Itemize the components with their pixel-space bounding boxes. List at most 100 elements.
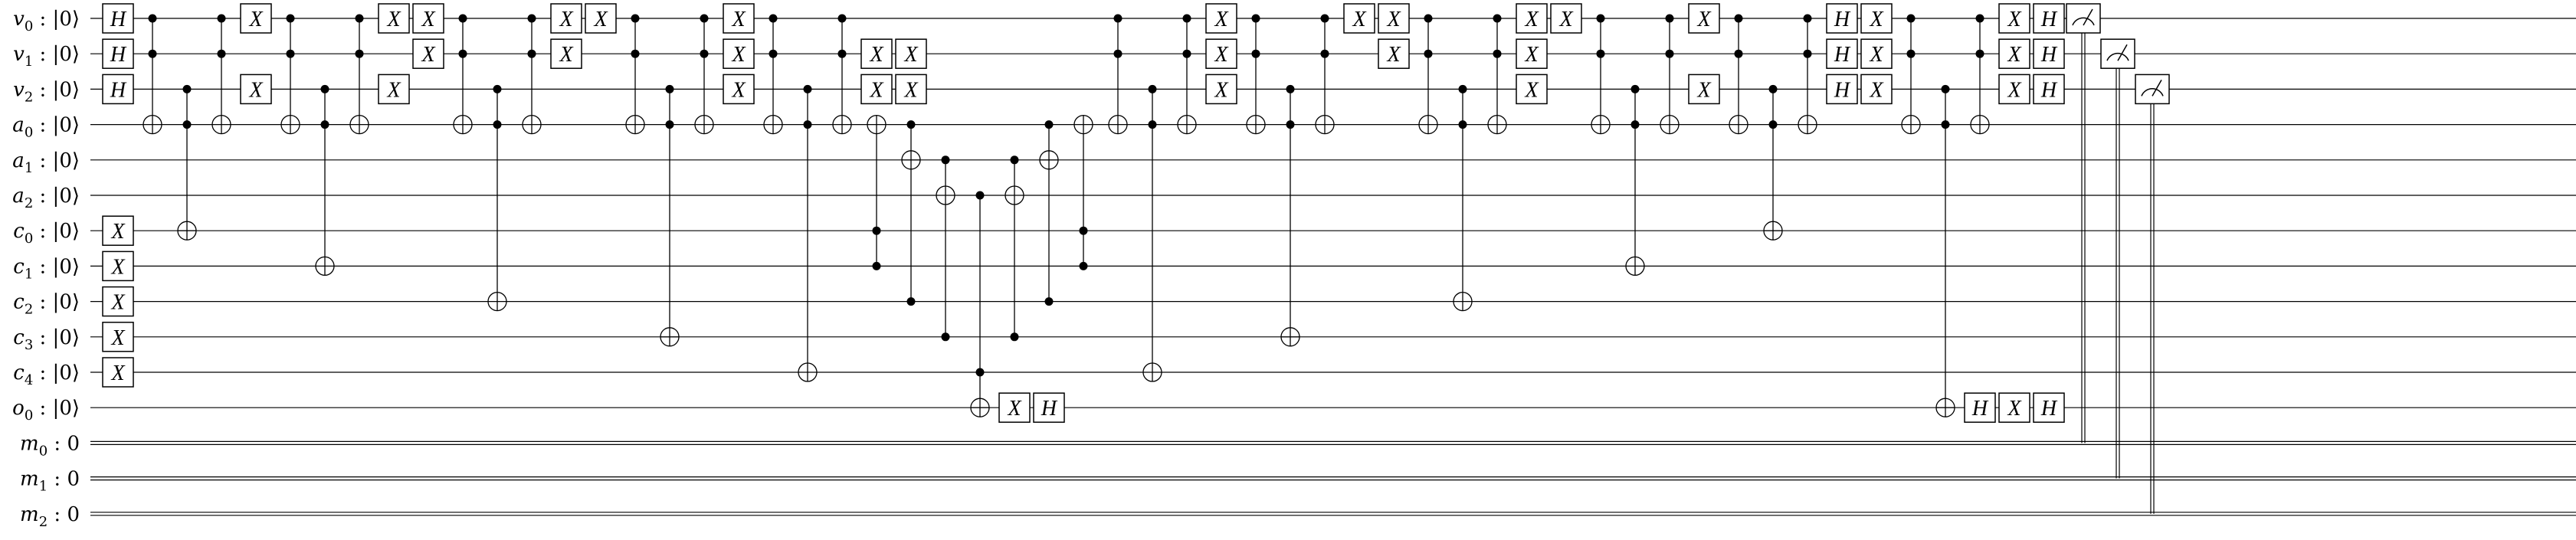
operation-ccx-40 <box>1315 14 1335 135</box>
operation-ccx-49 <box>1591 14 1611 135</box>
operation-ccx-7 <box>280 14 300 135</box>
control-dot-c1 <box>1079 261 1088 270</box>
control-dot-v1 <box>148 49 157 58</box>
operation-ccx-61 <box>1901 14 1921 135</box>
operation-gate-66: H <box>2033 392 2065 423</box>
gate-box-X-v2 <box>1516 74 1548 105</box>
gate-box-X-v2 <box>1998 74 2030 105</box>
operation-gate-59: X <box>998 392 1031 423</box>
control-dot-c4 <box>975 368 985 377</box>
operation-ccx-56 <box>1798 14 1817 135</box>
gate-label-X: X <box>903 43 918 67</box>
gate-label-X: X <box>2007 8 2021 31</box>
gate-box-X-v0 <box>1378 3 1410 34</box>
labels-layer: v0 : |0⟩v1 : |0⟩v2 : |0⟩a0 : |0⟩a1 : |0⟩… <box>12 8 80 530</box>
gate-label-X: X <box>1696 78 1711 102</box>
operation-gate-47: X <box>1550 3 1582 34</box>
gate-label-H: H <box>110 43 127 67</box>
control-dot-a0 <box>1286 120 1295 129</box>
gate-label-X: X <box>110 291 125 315</box>
gate-label-X: X <box>248 78 263 102</box>
wires-layer <box>90 18 2576 516</box>
gate-label-X: X <box>421 43 435 67</box>
gate-box-X-v0 <box>1688 3 1720 34</box>
gate-box-H-v0 <box>102 3 134 34</box>
control-dot-a2 <box>975 191 985 200</box>
gate-box-X-v0 <box>1998 3 2030 34</box>
control-dot-a0 <box>906 120 916 129</box>
gate-box-X-o0 <box>998 392 1031 423</box>
gate-label-X: X <box>1214 8 1228 31</box>
control-dot-a1 <box>1010 155 1019 165</box>
gate-label-X: X <box>110 362 125 385</box>
qubit-label-c3: c3 : |0⟩ <box>13 326 80 353</box>
control-dot-a0 <box>1148 120 1157 129</box>
operation-gate-6: X <box>240 74 272 105</box>
operation-gate-42: XX <box>1378 3 1410 69</box>
gate-box-H-o0 <box>2033 392 2065 423</box>
operation-ccx-32 <box>1073 114 1093 270</box>
gate-box-X-c2 <box>102 286 134 317</box>
control-dot-v1 <box>1803 49 1812 58</box>
control-dot-v2 <box>182 84 192 93</box>
operation-ccx-13 <box>453 14 473 135</box>
operation-ccx-29 <box>970 191 990 417</box>
gate-box-X-v2 <box>378 74 410 105</box>
control-dot-a0 <box>1630 120 1640 129</box>
operation-ccx-54 <box>1729 14 1748 135</box>
qubit-label-o0: o0 : |0⟩ <box>12 397 80 424</box>
gate-box-X-v2 <box>1688 74 1720 105</box>
gate-box-X-v0 <box>1550 3 1582 34</box>
gate-box-X-v1 <box>895 38 927 69</box>
gate-box-H-v2 <box>1826 74 1858 105</box>
control-dot-v0 <box>148 14 157 23</box>
gate-label-X: X <box>1214 78 1228 102</box>
control-dot-v0 <box>1596 14 1605 23</box>
operation-gate-67: XXX <box>1998 3 2030 105</box>
gate-label-X: X <box>869 43 883 67</box>
gate-box-X-v2 <box>723 74 755 105</box>
operation-ccx-19 <box>660 84 680 347</box>
gate-label-X: X <box>559 43 573 67</box>
gate-label-H: H <box>110 8 127 31</box>
gate-box-X-v2 <box>240 74 272 105</box>
gate-box-H-v2 <box>2033 74 2065 105</box>
control-dot-v2 <box>1458 84 1467 93</box>
operation-ccx-44 <box>1453 84 1473 312</box>
control-dot-v1 <box>355 49 364 58</box>
operation-ccx-63 <box>1970 14 1990 135</box>
gate-box-X-v2 <box>895 74 927 105</box>
control-dot-v0 <box>355 14 364 23</box>
operation-ccx-27 <box>901 120 921 306</box>
control-dot-a0 <box>320 120 329 129</box>
gate-label-X: X <box>1869 78 1883 102</box>
control-dot-v0 <box>1424 14 1433 23</box>
gate-label-X: X <box>1007 397 1021 421</box>
gate-box-H-v1 <box>1826 38 1858 69</box>
control-dot-a0 <box>182 120 192 129</box>
operation-ccx-15 <box>522 14 542 135</box>
operation-gate-48: X <box>1516 74 1548 105</box>
control-dot-v0 <box>217 14 226 23</box>
control-dot-v1 <box>217 49 226 58</box>
control-dot-v0 <box>1734 14 1743 23</box>
gate-label-X: X <box>1524 8 1539 31</box>
operation-gate-37: XXX <box>1205 3 1237 105</box>
operation-gate-58: XXX <box>1860 3 1893 105</box>
gate-box-X-c4 <box>102 357 134 388</box>
control-dot-c0 <box>1079 226 1088 235</box>
control-dot-v1 <box>1734 49 1743 58</box>
gate-box-X-v0 <box>723 3 755 34</box>
gate-box-H-v1 <box>102 38 134 69</box>
gate-box-H-v2 <box>102 74 134 105</box>
control-dot-v1 <box>1113 49 1122 58</box>
control-dot-c0 <box>872 226 881 235</box>
qubit-label-a2: a2 : |0⟩ <box>12 185 80 211</box>
control-dot-c2 <box>906 297 916 306</box>
gate-label-H: H <box>2040 8 2058 31</box>
gate-label-X: X <box>1524 43 1539 67</box>
gate-label-X: X <box>903 78 918 102</box>
control-dot-v1 <box>1596 49 1605 58</box>
